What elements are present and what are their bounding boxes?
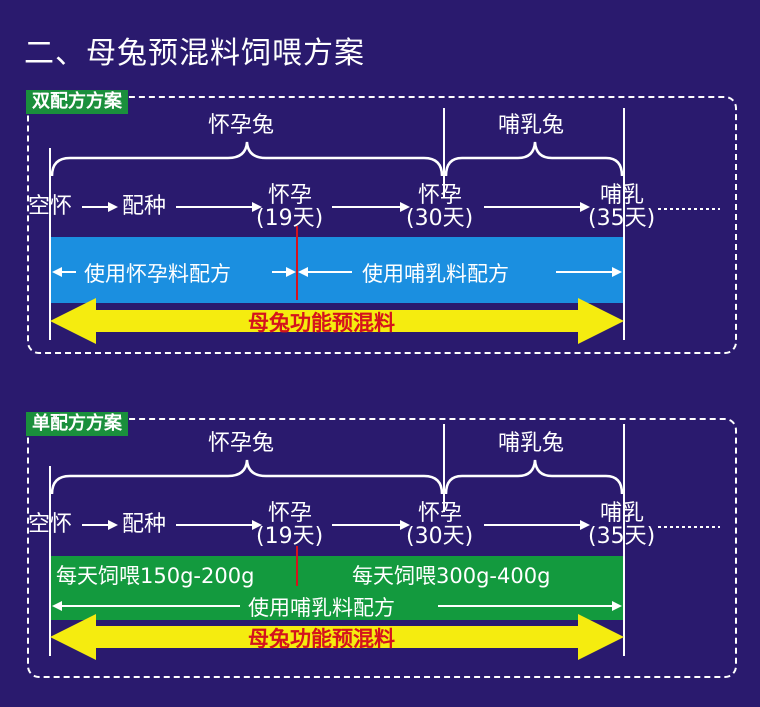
dual-formula-panel [27, 96, 737, 354]
p1-stage-empty: 空怀 [28, 194, 73, 219]
p2-brace-lactating [444, 459, 624, 495]
p2-stage-preg2: 怀孕 [418, 501, 463, 526]
p1-stage-preg1-day: (19天) [256, 206, 324, 231]
p2-stage-empty: 空怀 [28, 512, 73, 537]
p1-blue-bar [50, 237, 624, 303]
single-formula-panel [27, 418, 737, 678]
single-formula-tag: 单配方方案 [26, 412, 128, 436]
p2-use-lact: 使用哺乳料配方 [248, 596, 395, 620]
p1-use-preg: 使用怀孕料配方 [84, 262, 231, 286]
p2-stage-lact: 哺乳 [600, 501, 645, 526]
p1-brace-pregnant [50, 141, 444, 177]
p2-green-bar [50, 556, 624, 620]
p2-stage-lact-day: (35天) [588, 524, 656, 549]
p1-brace-lactating-label: 哺乳兔 [498, 113, 565, 138]
page-title: 二、母兔预混料饲喂方案 [24, 36, 365, 71]
dual-formula-tag: 双配方方案 [26, 90, 128, 114]
p2-premix-arrow [50, 614, 624, 660]
p1-premix-label: 母兔功能预混料 [248, 311, 395, 335]
p2-feed-amount-1: 每天饲喂150g-200g [56, 564, 255, 588]
p2-stage-preg2-day: (30天) [406, 524, 474, 549]
p2-brace-pregnant-label: 怀孕兔 [208, 431, 275, 456]
p2-stage-breeding: 配种 [122, 512, 167, 537]
p1-stage-preg1: 怀孕 [268, 183, 313, 208]
p1-stage-preg2-day: (30天) [406, 206, 474, 231]
p1-stage-lact-day: (35天) [588, 206, 656, 231]
p1-premix-arrow [50, 298, 624, 344]
p2-premix-label: 母兔功能预混料 [248, 627, 395, 651]
p1-use-lact: 使用哺乳料配方 [362, 262, 509, 286]
p2-brace-lactating-label: 哺乳兔 [498, 431, 565, 456]
p1-stage-lact: 哺乳 [600, 183, 645, 208]
p1-stage-preg2: 怀孕 [418, 183, 463, 208]
p2-stage-preg1: 怀孕 [268, 501, 313, 526]
p2-feed-amount-2: 每天饲喂300g-400g [352, 564, 551, 588]
p2-stage-preg1-day: (19天) [256, 524, 324, 549]
p1-brace-lactating [444, 141, 624, 177]
p1-brace-pregnant-label: 怀孕兔 [208, 113, 275, 138]
p1-stage-breeding: 配种 [122, 194, 167, 219]
p2-brace-pregnant [50, 459, 444, 495]
